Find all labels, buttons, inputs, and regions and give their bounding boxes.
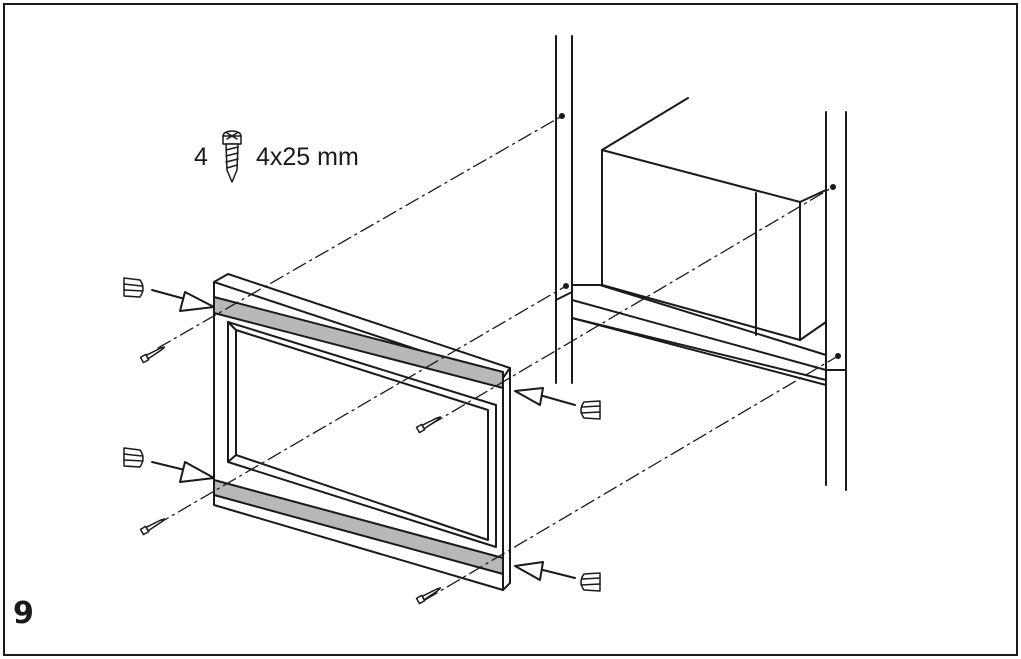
clip-icon xyxy=(123,447,144,468)
screw-icon xyxy=(222,130,242,183)
screw-icon xyxy=(415,416,442,434)
screw-size: 4x25 mm xyxy=(256,143,359,171)
step-number: 9 xyxy=(13,596,34,631)
clip-icon xyxy=(123,277,144,298)
cabinet-right-wall xyxy=(825,111,847,491)
clip-icon xyxy=(580,400,601,420)
clip-icon xyxy=(580,572,601,592)
appliance-box xyxy=(601,97,827,341)
screw-icon xyxy=(139,346,166,364)
screw-icon xyxy=(139,518,166,536)
diagram-frame xyxy=(3,3,1018,656)
screw-quantity: 4 xyxy=(194,143,208,171)
cabinet-shelf xyxy=(555,284,847,386)
arrow-icon xyxy=(514,387,576,406)
alignment-lines xyxy=(155,115,839,601)
screw-icon xyxy=(415,587,442,605)
arrow-icon xyxy=(514,561,576,581)
cabinet-left-wall xyxy=(555,35,573,384)
arrow-icon xyxy=(151,461,215,483)
screw-holes xyxy=(559,113,841,359)
arrow-icon xyxy=(151,289,215,312)
